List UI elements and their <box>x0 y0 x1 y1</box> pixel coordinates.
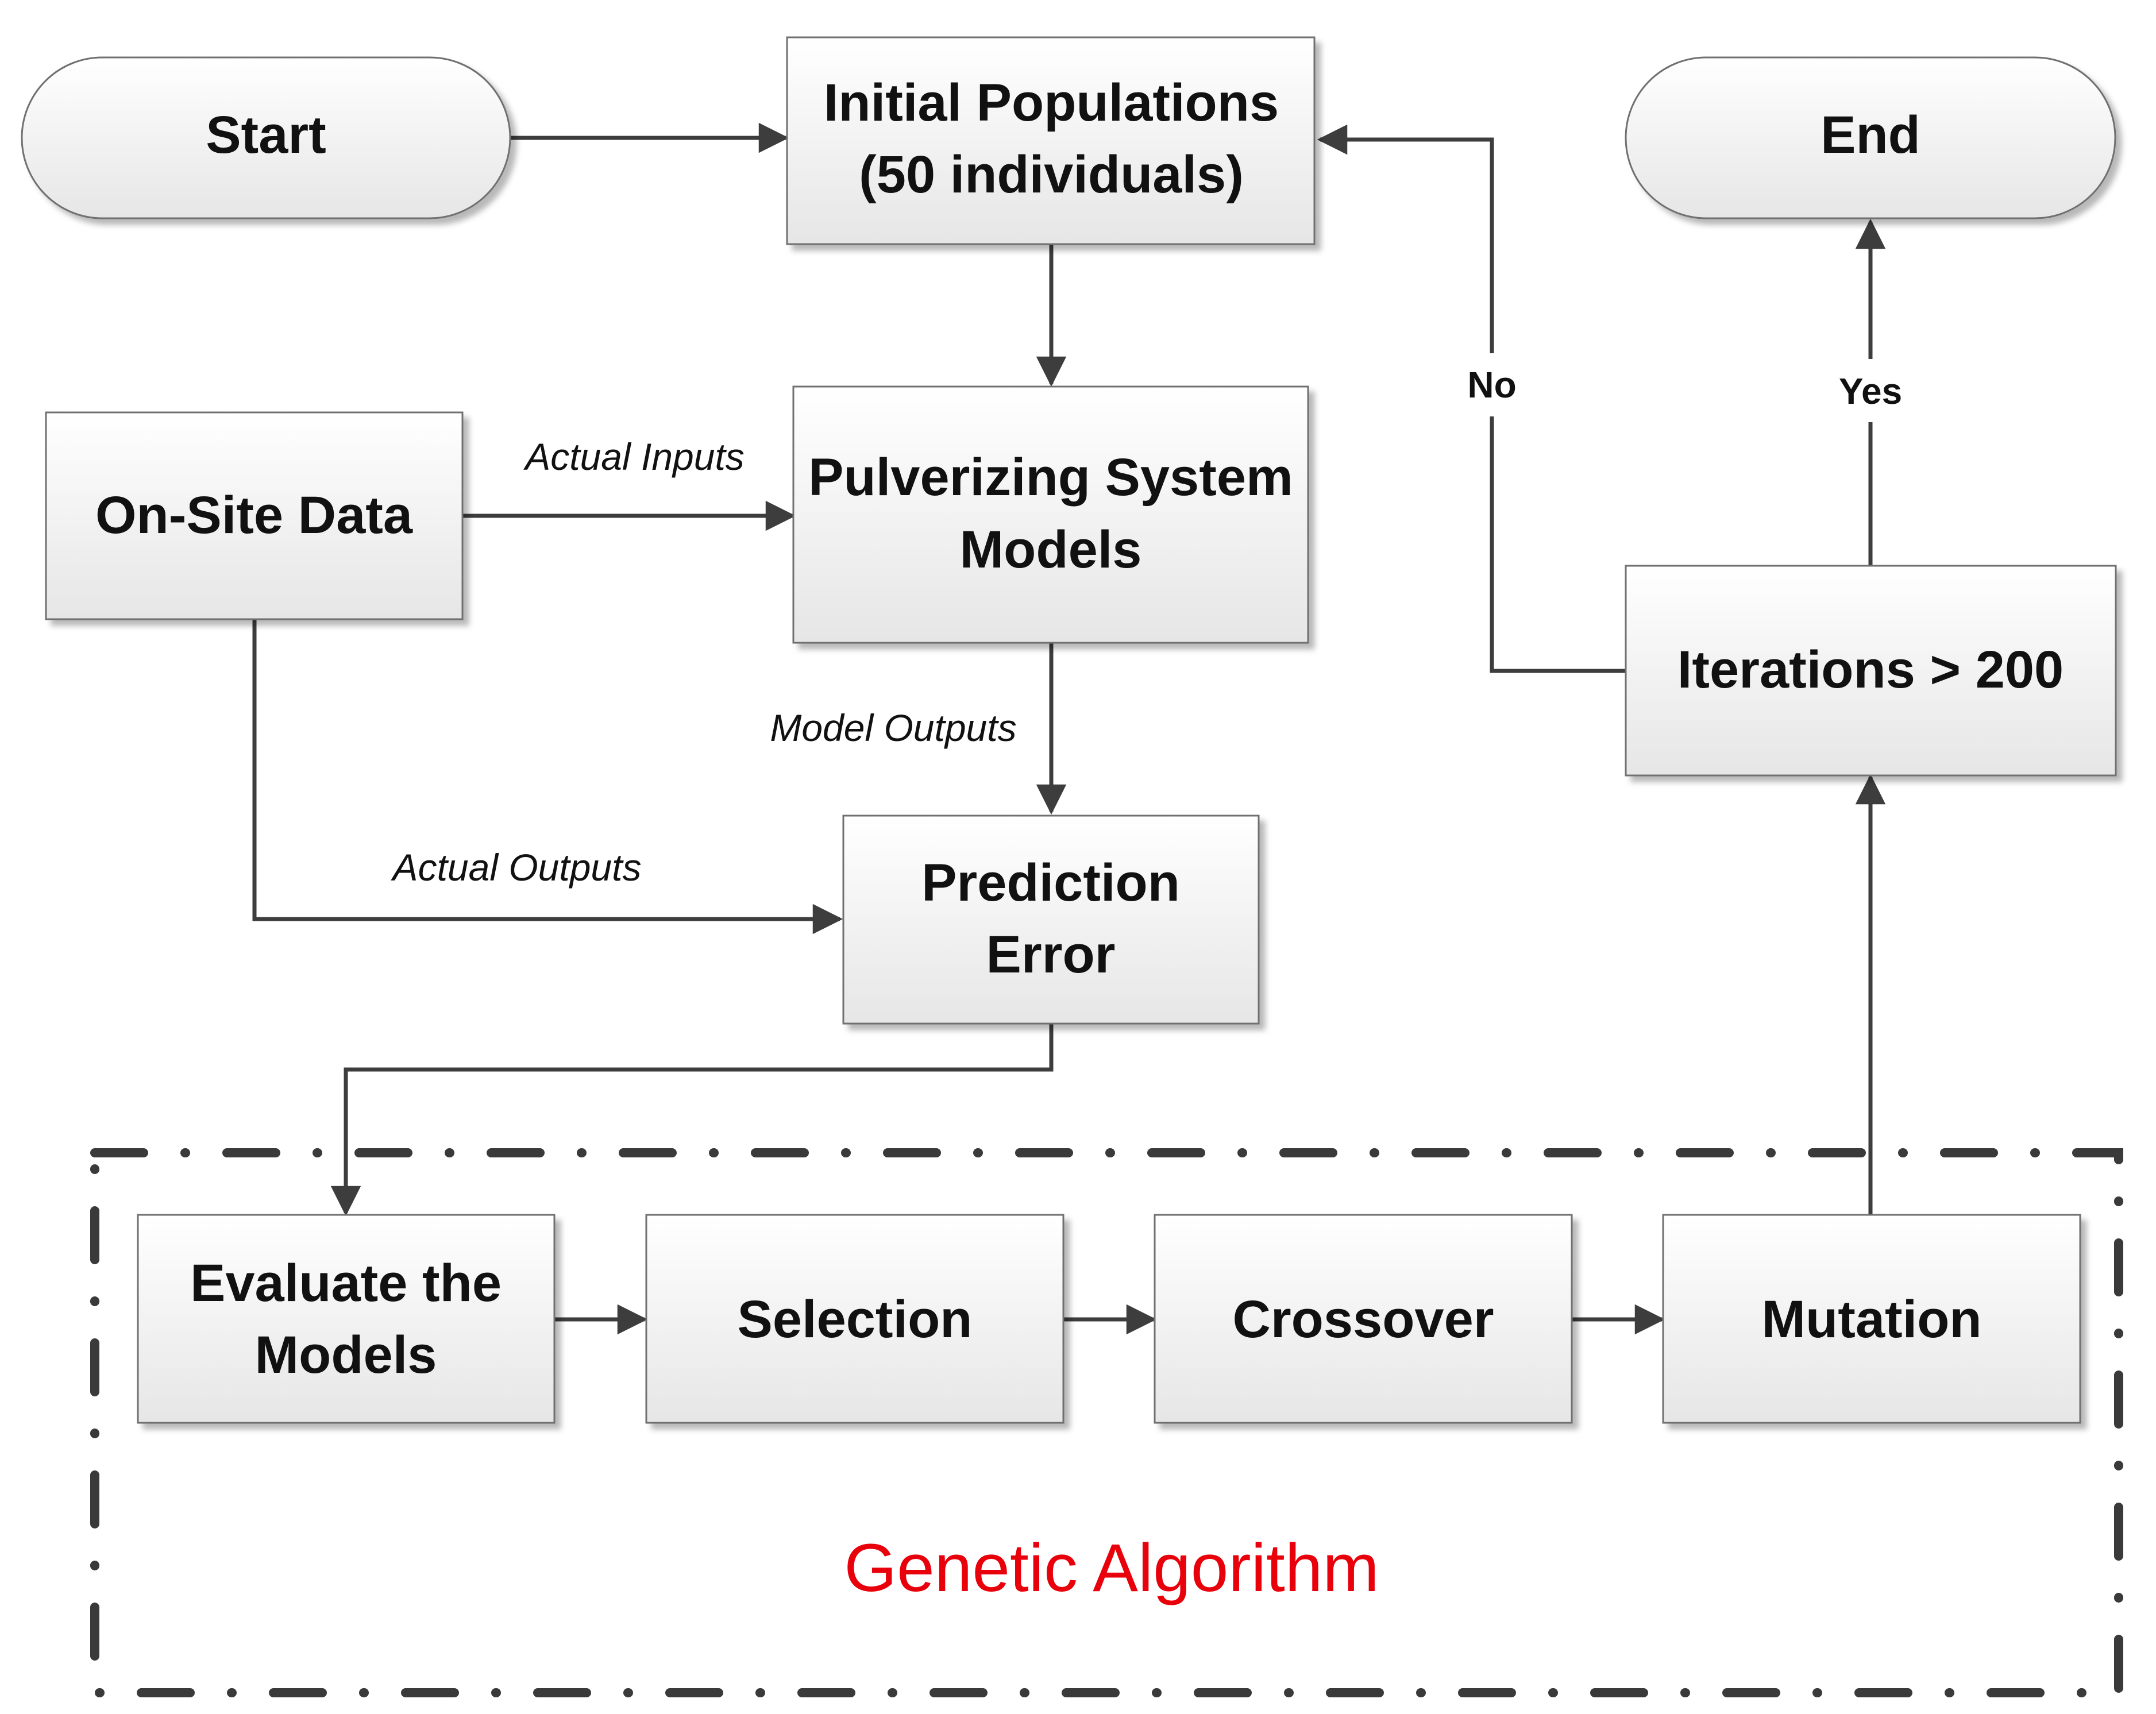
node-end-label: End <box>1821 106 1920 164</box>
node-iterations: Iterations > 200 <box>1625 565 2117 777</box>
genetic-algorithm-group <box>90 1148 2123 1697</box>
node-initial-populations-line2: (50 individuals) <box>859 145 1244 204</box>
label-actual-outputs: Actual Outputs <box>391 846 642 889</box>
node-crossover-label: Crossover <box>1232 1290 1494 1349</box>
node-onsite-data: On-Site Data <box>45 411 464 620</box>
node-selection-label: Selection <box>737 1290 972 1349</box>
edge-onsite-to-prediction <box>252 619 843 935</box>
node-iterations-label: Iterations > 200 <box>1677 640 2064 699</box>
node-mutation-label: Mutation <box>1761 1290 1981 1349</box>
node-start-label: Start <box>206 106 326 164</box>
label-no: No <box>1467 364 1516 406</box>
node-pulverizing-line2: Models <box>960 520 1142 579</box>
label-actual-inputs: Actual Inputs <box>523 435 745 478</box>
label-no-backdrop <box>1462 353 1522 416</box>
node-mutation: Mutation <box>1662 1214 2081 1424</box>
node-onsite-data-label: On-Site Data <box>95 486 413 545</box>
label-model-outputs: Model Outputs <box>770 707 1016 749</box>
node-end: End <box>1625 56 2116 219</box>
genetic-algorithm-label: Genetic Algorithm <box>844 1530 1379 1606</box>
node-prediction-line1: Prediction <box>921 854 1180 912</box>
node-pulverizing-models: Pulverizing System Models <box>792 385 1309 644</box>
node-prediction-error: Prediction Error <box>842 814 1260 1025</box>
node-prediction-line2: Error <box>986 925 1116 984</box>
node-initial-populations: Initial Populations (50 individuals) <box>786 36 1316 245</box>
label-yes-backdrop <box>1833 359 1908 422</box>
node-evaluate-line1: Evaluate the <box>190 1254 502 1312</box>
node-evaluate-line2: Models <box>255 1326 437 1384</box>
node-pulverizing-line1: Pulverizing System <box>808 448 1293 507</box>
node-start: Start <box>21 56 511 219</box>
node-selection: Selection <box>645 1214 1064 1424</box>
node-initial-populations-line1: Initial Populations <box>824 74 1279 132</box>
edge-prediction-to-evaluate <box>330 1024 1054 1217</box>
label-yes: Yes <box>1839 370 1902 412</box>
node-evaluate-models: Evaluate the Models <box>137 1214 556 1424</box>
node-crossover: Crossover <box>1154 1214 1573 1424</box>
